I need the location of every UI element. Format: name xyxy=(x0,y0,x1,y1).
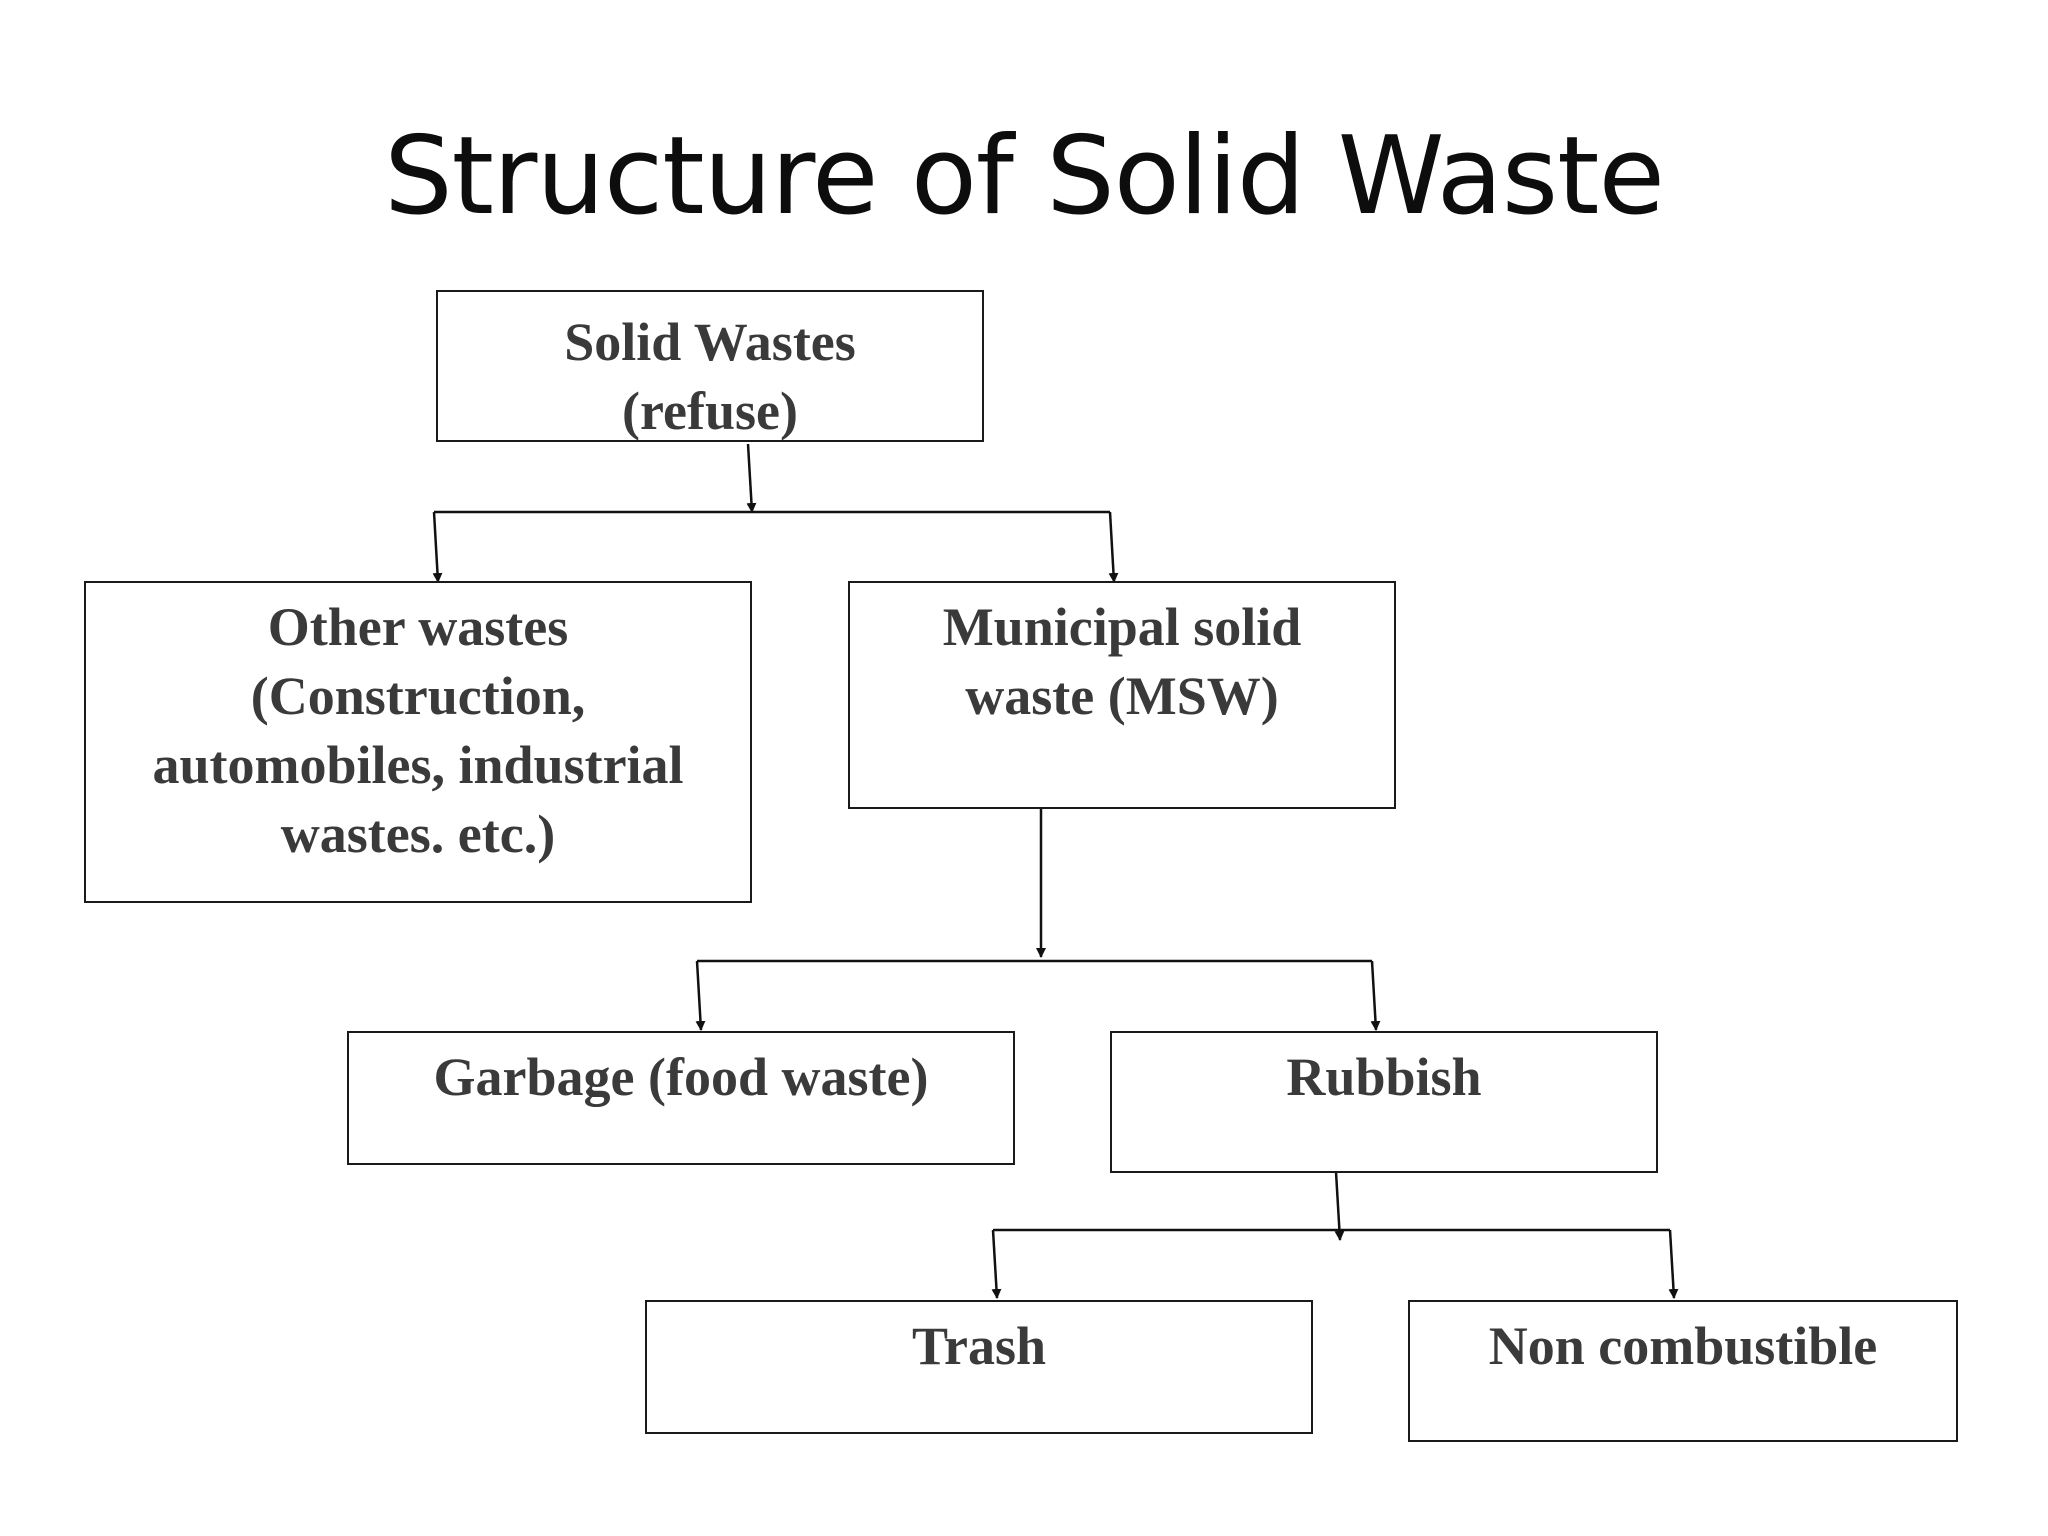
node-text-line: Trash xyxy=(911,1316,1047,1376)
node-text-line: (refuse) xyxy=(622,381,798,441)
node-municipal-solid-waste: Municipal solid waste (MSW) xyxy=(848,581,1396,809)
arrow-rubbish-to-bar xyxy=(1334,1171,1345,1241)
node-text-line: waste (MSW) xyxy=(965,666,1279,726)
node-solid-wastes: Solid Wastes (refuse) xyxy=(436,290,984,442)
node-text-line: Garbage (food waste) xyxy=(433,1047,929,1107)
node-text-line: wastes. etc.) xyxy=(280,804,556,864)
node-text-line: Rubbish xyxy=(1286,1047,1482,1107)
arrow-solid-to-bar xyxy=(746,443,757,513)
node-text-line: Solid Wastes xyxy=(564,312,856,372)
arrow-bar-to-trash xyxy=(991,1229,1002,1299)
arrow-bar-to-noncombustible xyxy=(1668,1229,1679,1299)
node-garbage: Garbage (food waste) xyxy=(347,1031,1015,1165)
arrow-bar-to-msw xyxy=(1108,511,1119,583)
node-text-line: (Construction, xyxy=(250,666,586,726)
node-text-line: Municipal solid xyxy=(942,597,1302,657)
arrow-bar-to-rubbish xyxy=(1370,960,1381,1031)
node-text-line: Non combustible xyxy=(1488,1316,1878,1376)
arrow-bar-to-garbage xyxy=(695,960,706,1031)
node-text-line: Other wastes xyxy=(267,597,569,657)
node-rubbish: Rubbish xyxy=(1110,1031,1658,1173)
slide-title: Structure of Solid Waste xyxy=(384,114,1665,239)
arrow-bar-to-other xyxy=(432,511,443,583)
node-trash: Trash xyxy=(645,1300,1313,1434)
node-non-combustible: Non combustible xyxy=(1408,1300,1958,1442)
node-text-line: automobiles, industrial xyxy=(152,735,684,795)
node-other-wastes: Other wastes (Construction, automobiles,… xyxy=(84,581,752,903)
